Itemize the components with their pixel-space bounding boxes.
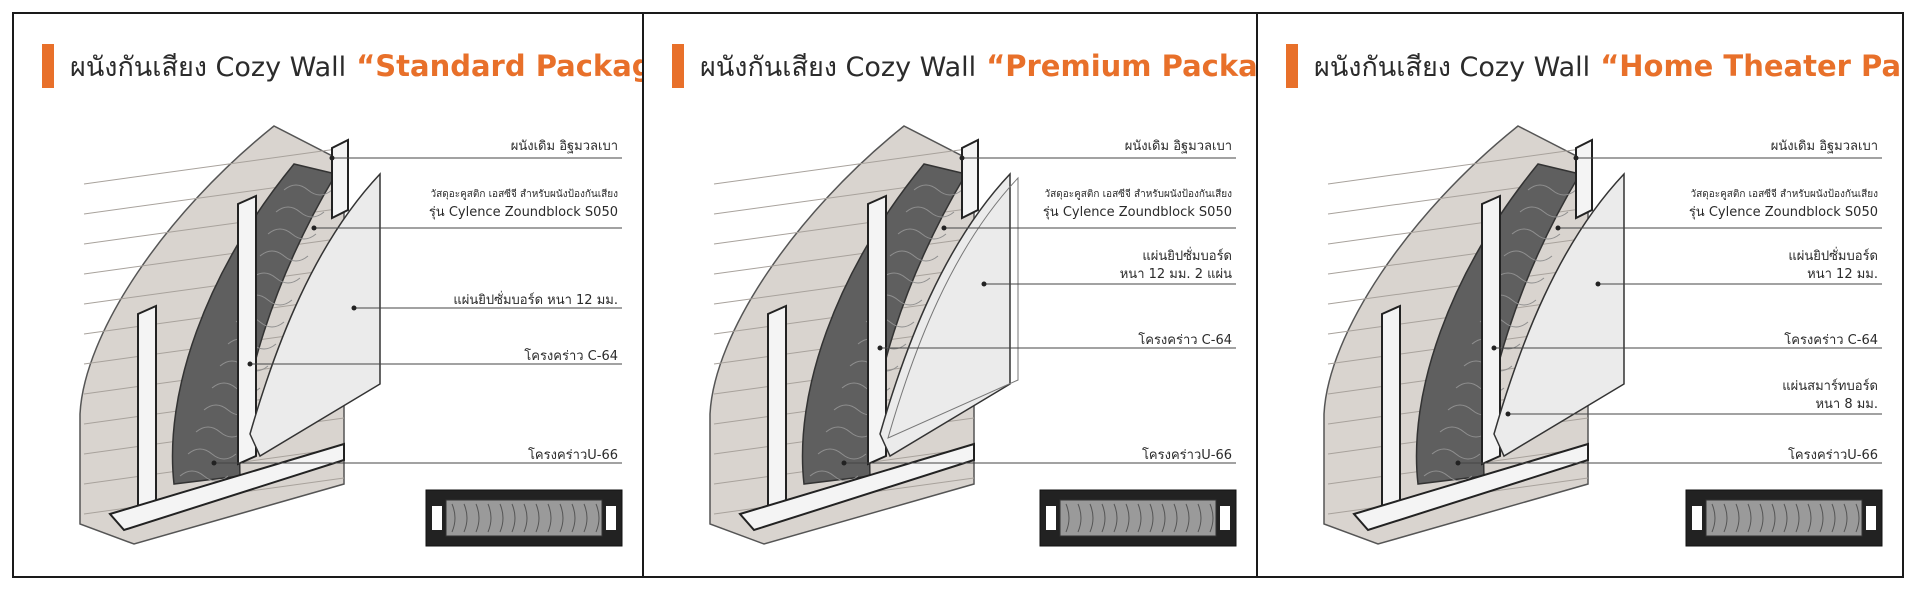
label-material-model: รุ่น Cylence Zoundblock S050 — [1688, 205, 1878, 220]
leader-dot — [1455, 460, 1461, 466]
label-existing-wall: ผนังเดิม อิฐมวลเบา — [1124, 139, 1232, 154]
insulation-texture — [809, 184, 963, 482]
leader-dot — [351, 305, 357, 311]
section-detail-texture — [1065, 503, 1214, 533]
panel-home-theater-package: ผนังกันเสียง Cozy Wall “Home Theater Pac… — [1256, 12, 1904, 578]
steel-stud-back — [331, 138, 349, 220]
label-material-model: รุ่น Cylence Zoundblock S050 — [1042, 205, 1232, 220]
label-smartboard-line1: แผ่นสมาร์ทบอร์ด — [1782, 379, 1878, 394]
panel-title: ผนังกันเสียง Cozy Wall “Premium Package” — [672, 42, 1258, 90]
title-package-name: “Home Theater Package” — [1600, 49, 1902, 83]
panel-title: ผนังกันเสียง Cozy Wall “Home Theater Pac… — [1286, 42, 1902, 90]
label-frame-u66: โครงคร่าวU-66 — [1141, 448, 1232, 463]
title-package-name: “Premium Package” — [986, 49, 1258, 83]
leader-dot — [311, 225, 317, 231]
section-detail-insulation — [1705, 499, 1863, 537]
leader-dot — [1595, 281, 1601, 287]
section-detail-stud-right — [606, 506, 616, 530]
leader-dot — [1505, 411, 1511, 417]
label-frame-c64: โครงคร่าว C-64 — [1138, 333, 1232, 348]
label-acoustic-material: วัสดุอะคูสติก เอสซีจี สำหรับผนังป้องกันเ… — [430, 189, 618, 200]
leader-dot — [329, 155, 335, 161]
panel-premium-package: ผนังกันเสียง Cozy Wall “Premium Package”… — [642, 12, 1258, 578]
gypsum-board — [1493, 172, 1625, 458]
section-detail-insulation — [1059, 499, 1217, 537]
title-prefix: ผนังกันเสียง Cozy Wall — [1314, 51, 1591, 83]
title-package-name: “Standard Package” — [356, 49, 642, 83]
label-frame-c64: โครงคร่าว C-64 — [1784, 333, 1878, 348]
label-existing-wall: ผนังเดิม อิฐมวลเบา — [510, 139, 618, 154]
leader-dot — [211, 460, 217, 466]
section-detail-stud-left — [432, 506, 442, 530]
section-detail-texture — [451, 503, 600, 533]
section-detail-stud-right — [1866, 506, 1876, 530]
steel-stud-front — [1381, 304, 1401, 510]
steel-track-u66 — [738, 442, 975, 532]
leader-dot — [841, 460, 847, 466]
label-smartboard-line2: หนา 8 มม. — [1815, 397, 1878, 412]
label-gypsum-board: แผ่นยิปซั่มบอร์ด หนา 12 มม. — [453, 293, 618, 308]
section-detail-stud-left — [1692, 506, 1702, 530]
section-detail-stud-left — [1046, 506, 1056, 530]
title-accent-bar — [1286, 44, 1298, 88]
label-acoustic-material: วัสดุอะคูสติก เอสซีจี สำหรับผนังป้องกันเ… — [1044, 189, 1232, 200]
label-frame-u66: โครงคร่าวU-66 — [527, 448, 618, 463]
wall-cross-section-diagram — [709, 125, 1237, 547]
title-prefix: ผนังกันเสียง Cozy Wall — [70, 51, 347, 83]
label-gypsum-board-line2: หนา 12 มม. 2 แผ่น — [1119, 267, 1232, 282]
gypsum-board — [879, 172, 1011, 458]
label-frame-u66: โครงคร่าวU-66 — [1787, 448, 1878, 463]
label-acoustic-material: วัสดุอะคูสติก เอสซีจี สำหรับผนังป้องกันเ… — [1690, 189, 1878, 200]
panel-title: ผนังกันเสียง Cozy Wall “Standard Package… — [42, 42, 642, 90]
leader-dot — [941, 225, 947, 231]
leader-dot — [1555, 225, 1561, 231]
steel-stud-middle — [237, 194, 257, 466]
wall-cross-section-diagram — [79, 125, 623, 547]
steel-stud-middle — [867, 194, 887, 466]
steel-stud-back — [961, 138, 979, 220]
steel-stud-front — [137, 304, 157, 510]
leader-dot — [247, 361, 253, 367]
leader-dot — [981, 281, 987, 287]
title-accent-bar — [42, 44, 54, 88]
steel-stud-front — [767, 304, 787, 510]
gypsum-board — [249, 172, 381, 458]
section-detail-stud-right — [1220, 506, 1230, 530]
steel-track-u66 — [1352, 442, 1589, 532]
leader-dot — [1573, 155, 1579, 161]
label-material-model: รุ่น Cylence Zoundblock S050 — [428, 205, 618, 220]
gypsum-board-second-layer — [887, 176, 1019, 439]
leader-dot — [1491, 345, 1497, 351]
section-detail-texture — [1711, 503, 1860, 533]
label-gypsum-board-line1: แผ่นยิปซั่มบอร์ด — [1142, 249, 1232, 264]
label-frame-c64: โครงคร่าว C-64 — [524, 349, 618, 364]
title-prefix: ผนังกันเสียง Cozy Wall — [700, 51, 977, 83]
steel-stud-back — [1575, 138, 1593, 220]
leader-dot — [877, 345, 883, 351]
leader-dot — [959, 155, 965, 161]
wall-cross-section-diagram — [1323, 125, 1883, 547]
label-existing-wall: ผนังเดิม อิฐมวลเบา — [1770, 139, 1878, 154]
steel-stud-middle — [1481, 194, 1501, 466]
section-detail-insulation — [445, 499, 603, 537]
panel-standard-package: ผนังกันเสียง Cozy Wall “Standard Package… — [12, 12, 644, 578]
title-accent-bar — [672, 44, 684, 88]
steel-track-u66 — [108, 442, 345, 532]
label-gypsum-board-line1: แผ่นยิปซั่มบอร์ด — [1788, 249, 1878, 264]
label-gypsum-board-line2: หนา 12 มม. — [1807, 267, 1878, 282]
